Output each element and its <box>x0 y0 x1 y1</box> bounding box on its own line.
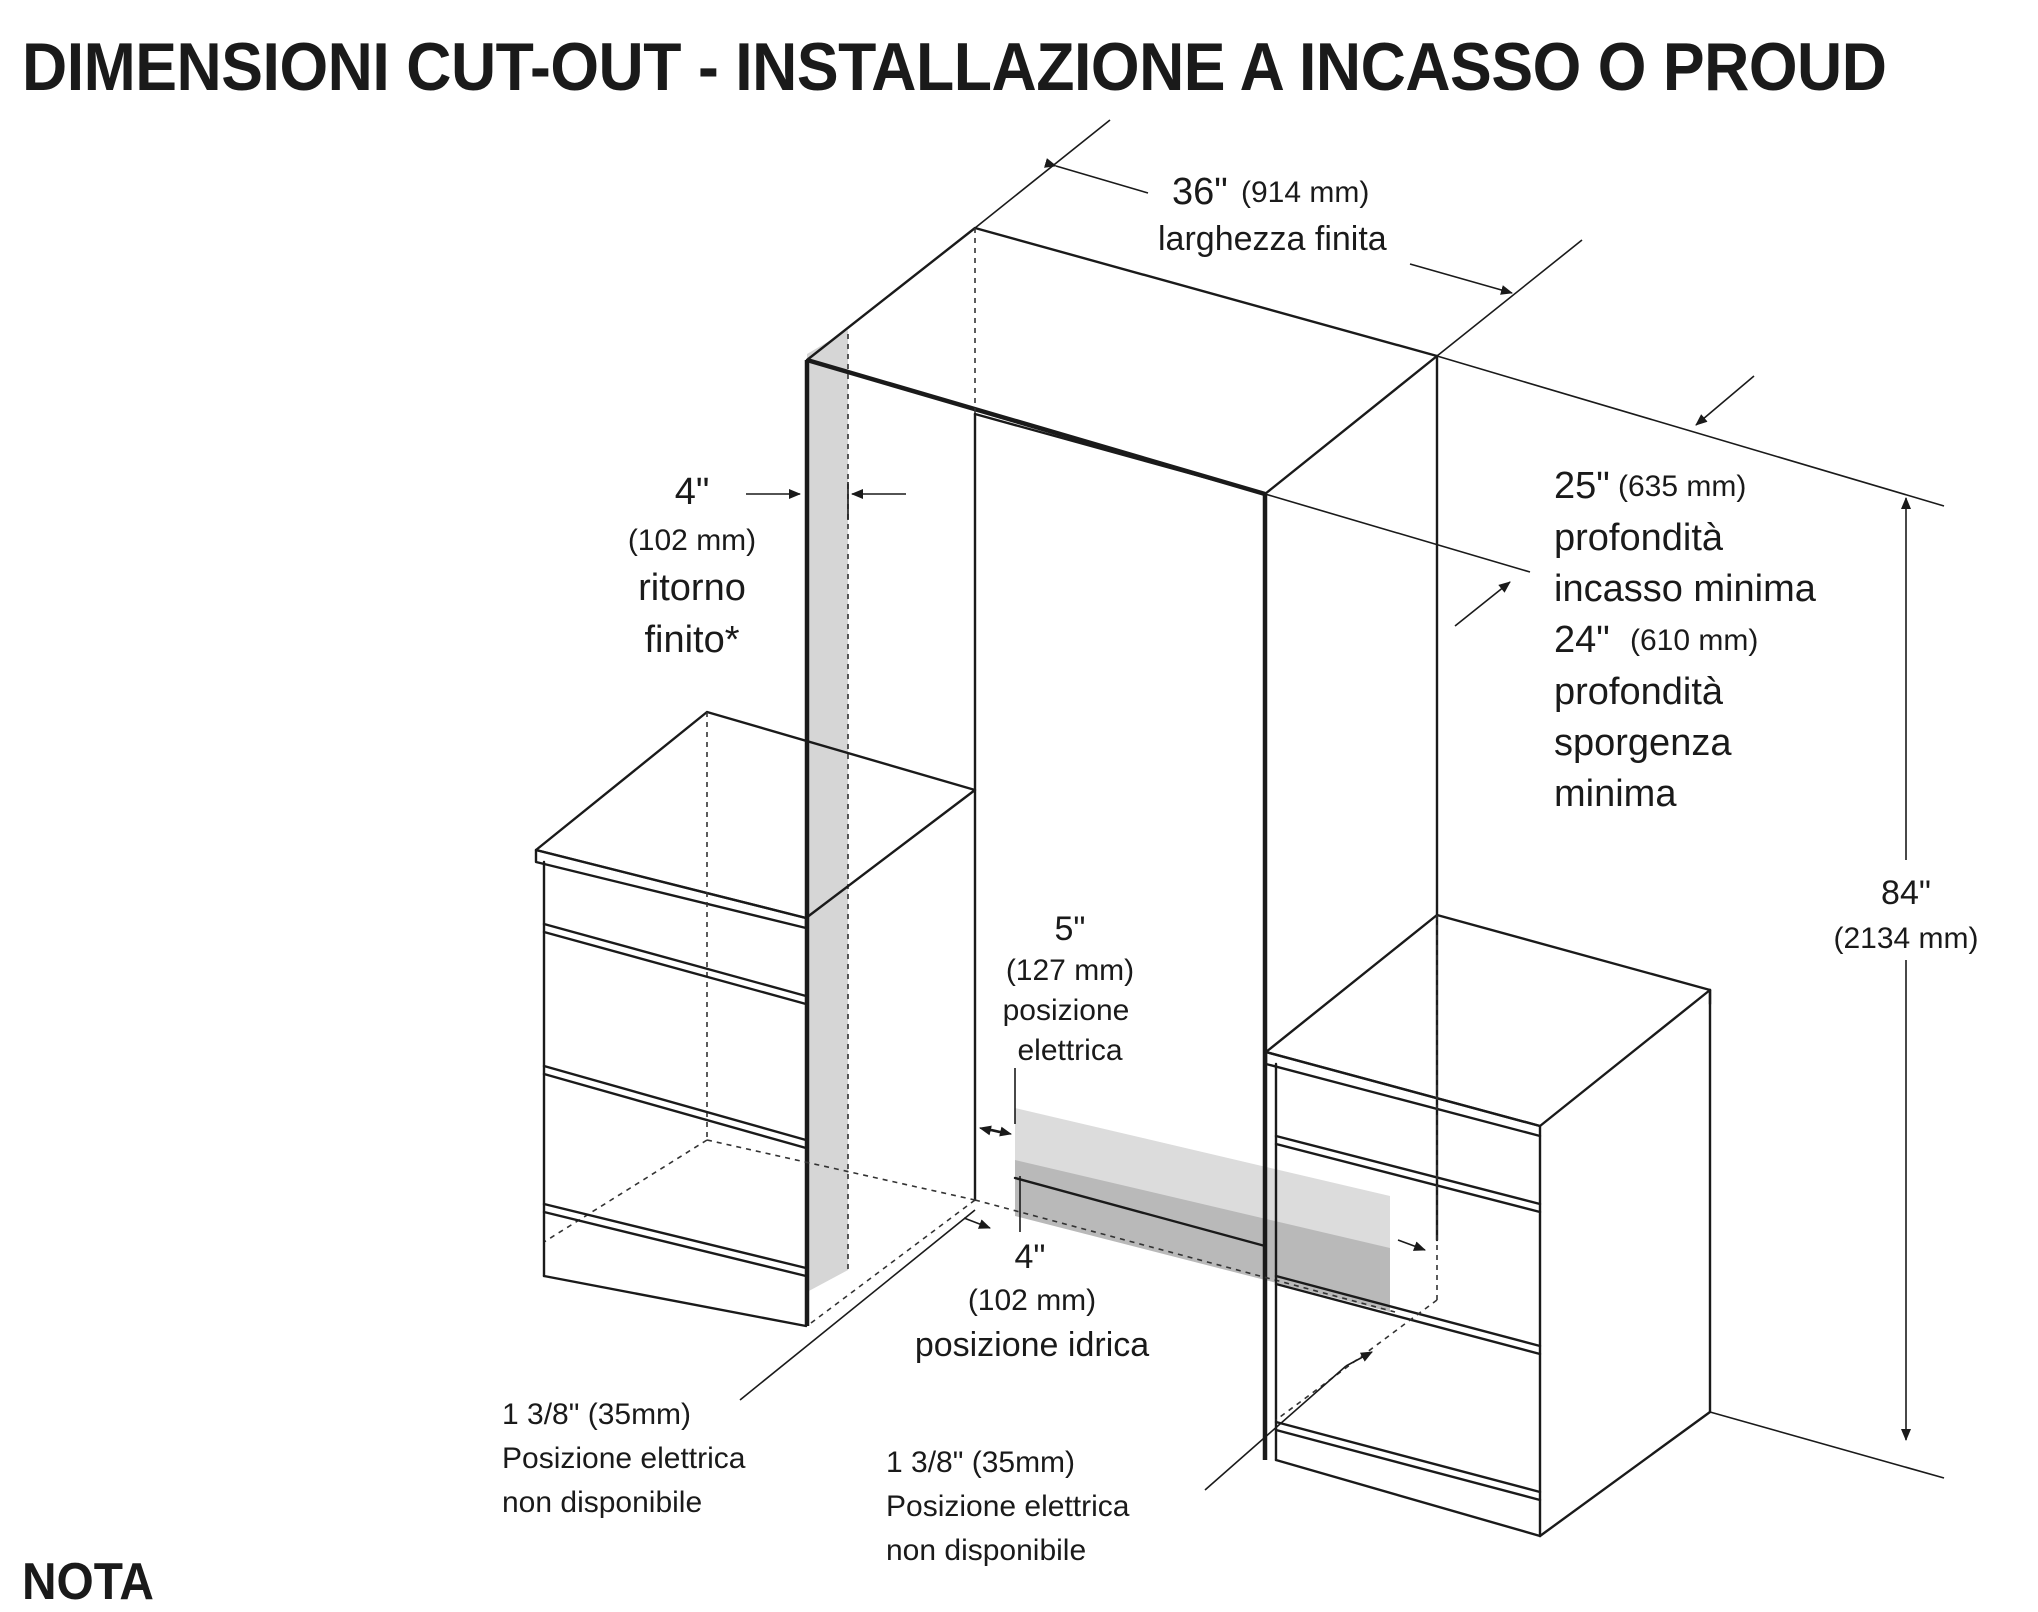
depth-label-2b: sporgenza <box>1554 722 1732 764</box>
right-cabinet <box>1264 913 1712 1538</box>
right-offset-arrow <box>1345 1351 1373 1367</box>
return-label-b: finito* <box>644 619 739 661</box>
electrical-metric: (127 mm) <box>1006 954 1134 987</box>
note-heading: NOTA <box>22 1553 154 1611</box>
dim-return: 4" (102 mm) ritorno finito* <box>628 471 906 661</box>
depth-metric-2: (610 mm) <box>1630 624 1758 657</box>
water-metric: (102 mm) <box>968 1284 1096 1317</box>
zone-end-arrow <box>1397 1239 1426 1251</box>
electrical-label-b: elettrica <box>1017 1034 1122 1067</box>
unavailable-left-value: 1 3/8" (35mm) <box>502 1398 691 1431</box>
unavailable-left: 1 3/8" (35mm) Posizione elettrica non di… <box>502 1209 976 1519</box>
dim-height: 84" (2134 mm) <box>1709 497 1979 1479</box>
depth-value-2: 24" <box>1554 619 1610 661</box>
unavailable-right-label-b: non disponibile <box>886 1534 1086 1567</box>
electrical-zone-shade <box>1015 1108 1390 1260</box>
dim-water: 4" (102 mm) posizione idrica <box>915 1176 1149 1364</box>
electrical-value: 5" <box>1055 910 1086 948</box>
depth-label-2a: profondità <box>1554 671 1724 713</box>
height-value: 84" <box>1881 874 1931 912</box>
water-zone-shade <box>1015 1160 1390 1312</box>
unavailable-right-label-a: Posizione elettrica <box>886 1490 1130 1523</box>
width-label: larghezza finita <box>1158 220 1387 258</box>
return-panel-shade <box>807 330 848 1292</box>
depth-metric-1: (635 mm) <box>1618 470 1746 503</box>
dim-electrical: 5" (127 mm) posizione elettrica <box>979 910 1134 1137</box>
left-cabinet <box>534 710 977 1328</box>
height-metric: (2134 mm) <box>1833 922 1978 955</box>
page-title: DIMENSIONI CUT-OUT - INSTALLAZIONE A INC… <box>22 29 1887 105</box>
unavailable-left-label-b: non disponibile <box>502 1486 702 1519</box>
water-value: 4" <box>1015 1238 1046 1276</box>
unavailable-right-value: 1 3/8" (35mm) <box>886 1446 1075 1479</box>
unavailable-right: 1 3/8" (35mm) Posizione elettrica non di… <box>886 1365 1347 1567</box>
return-metric: (102 mm) <box>628 524 756 557</box>
return-label-a: ritorno <box>638 567 746 609</box>
electrical-label-a: posizione <box>1003 994 1130 1027</box>
depth-label-1a: profondità <box>1554 517 1724 559</box>
return-value: 4" <box>675 471 710 513</box>
dim-depth: 25" (635 mm) profondità incasso minima 2… <box>1264 355 1945 815</box>
depth-label-1b: incasso minima <box>1554 568 1817 610</box>
water-label: posizione idrica <box>915 1326 1149 1364</box>
dim-width: 36" (914 mm) larghezza finita <box>974 119 1583 357</box>
depth-label-2c: minima <box>1554 773 1677 815</box>
unavailable-left-label-a: Posizione elettrica <box>502 1442 746 1475</box>
width-value: 36" <box>1172 171 1228 213</box>
width-metric: (914 mm) <box>1241 176 1369 209</box>
depth-value-1: 25" <box>1554 465 1610 507</box>
